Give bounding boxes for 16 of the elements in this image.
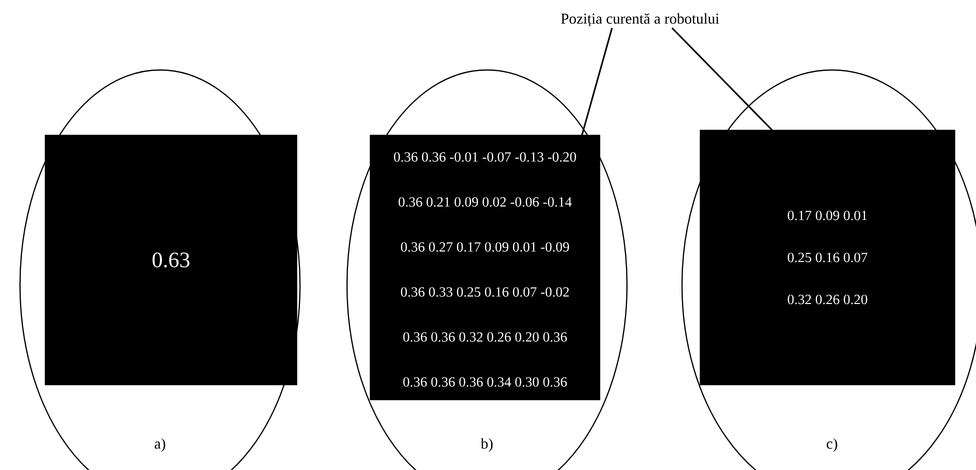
- panel-label: a): [154, 438, 166, 452]
- value-row: 0.36 0.36 0.32 0.26 0.20 0.36: [403, 332, 567, 342]
- panel-label: c): [826, 438, 838, 452]
- panel-label: b): [480, 438, 493, 452]
- value-row: 0.36 0.36 -0.01 -0.07 -0.13 -0.20: [394, 152, 576, 162]
- callout-text: Poziția curentă a robotului: [561, 13, 720, 27]
- value-row: 0.25 0.16 0.07: [788, 252, 868, 262]
- leader-line: [581, 28, 613, 136]
- leader-line: [671, 27, 773, 131]
- value-row: 0.32 0.26 0.20: [788, 294, 868, 304]
- cell-value: 0.63: [152, 252, 190, 268]
- value-row: 0.36 0.27 0.17 0.09 0.01 -0.09: [400, 242, 570, 252]
- value-row: 0.36 0.21 0.09 0.02 -0.06 -0.14: [398, 197, 572, 207]
- value-row: 0.36 0.33 0.25 0.16 0.07 -0.02: [400, 287, 569, 297]
- value-row: 0.17 0.09 0.01: [788, 210, 867, 220]
- value-row: 0.36 0.36 0.36 0.34 0.30 0.36: [403, 377, 567, 387]
